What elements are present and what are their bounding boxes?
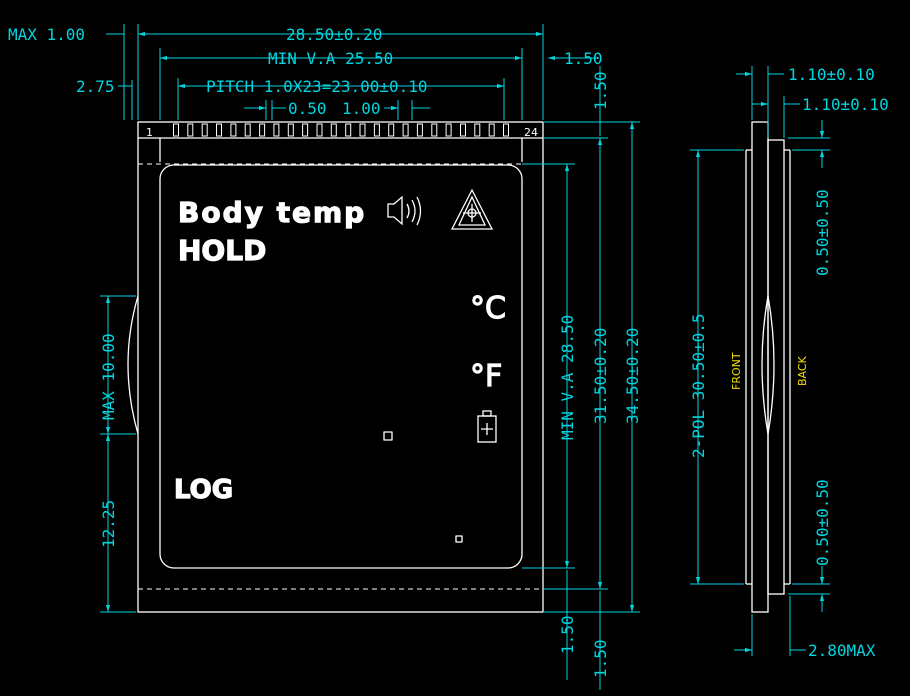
fahrenheit-label: °F (470, 359, 502, 394)
back-label: BACK (796, 355, 809, 386)
celsius-label: °C (470, 291, 506, 326)
dim-height-overall: 34.50±0.20 (623, 328, 642, 424)
dim-pol-bottom-gap: 0.50±0.50 (813, 479, 832, 566)
dim-pin-width: 0.50 (288, 99, 327, 118)
dim-bulge-bottom: 12.25 (99, 500, 118, 548)
glass-front (751, 121, 769, 613)
pin (330, 123, 337, 137)
log-label: LOG (174, 475, 233, 505)
pin-last-label: 24 (524, 126, 538, 139)
pin (460, 123, 466, 137)
pin (416, 123, 423, 137)
pin (201, 123, 208, 137)
pin (359, 123, 366, 137)
glass-back (767, 139, 785, 595)
dim-total-thickness: 2.80MAX (808, 641, 876, 660)
dim-pitch: PITCH 1.0X23=23.00±0.10 (206, 77, 428, 96)
dim-max-1-00: MAX 1.00 (8, 25, 85, 44)
outer-glass-outline (137, 121, 544, 613)
front-dimensions (100, 24, 640, 690)
dim-min-va-height: MIN V.A 28.50 (558, 315, 577, 440)
front-label: FRONT (730, 352, 743, 390)
dim-max-bulge: MAX 10.00 (99, 333, 118, 420)
pin (173, 123, 179, 137)
dim-min-va-width: MIN V.A 25.50 (268, 49, 393, 68)
pin-row (173, 123, 509, 137)
pin (216, 123, 222, 137)
dim-height-inner: 31.50±0.20 (591, 328, 610, 424)
dim-pol-top-gap: 0.50±0.50 (813, 189, 832, 276)
front-view: 1 24 Body temp HOLD °C °F (8, 24, 642, 690)
battery-icon (477, 410, 497, 443)
dim-pin-pitch: 1.00 (342, 99, 381, 118)
dim-right-margin: 1.50 (564, 49, 603, 68)
side-bulge (761, 295, 775, 435)
main-digits (220, 294, 440, 441)
pin (431, 123, 438, 137)
pin (316, 123, 323, 137)
viewing-area (159, 164, 523, 569)
left-bulge (127, 295, 139, 435)
pin (373, 123, 380, 137)
speaker-icon (387, 195, 422, 226)
dim-bottom-margin-2: 1.50 (591, 639, 610, 678)
pin-first-label: 1 (146, 126, 153, 139)
body-temp-label: Body temp (178, 196, 366, 229)
pin (244, 123, 251, 137)
dim-pol-length: 2-POL 30.50±0.5 (689, 314, 708, 459)
dim-pin-offset: 2.75 (76, 77, 115, 96)
dim-glass-bottom: 1.10±0.10 (802, 95, 889, 114)
pin (402, 123, 409, 137)
pin (287, 123, 294, 137)
pin (474, 123, 481, 137)
side-dimensions (690, 66, 830, 656)
hold-label: HOLD (178, 234, 266, 267)
pin (259, 123, 266, 137)
pin (302, 123, 309, 137)
pin (445, 123, 452, 137)
pin (488, 123, 495, 137)
pin (388, 123, 395, 137)
pin (345, 123, 352, 137)
dim-right-margin-top: 1.50 (591, 71, 610, 110)
pin (503, 123, 509, 137)
dim-glass-top: 1.10±0.10 (788, 65, 875, 84)
pin (273, 123, 280, 137)
dim-overall-width: 28.50±0.20 (286, 25, 382, 44)
small-digits (252, 466, 499, 544)
pin (187, 123, 194, 137)
dim-bottom-margin-1: 1.50 (558, 615, 577, 654)
side-view: FRONT BACK 1.10±0.10 1 (689, 65, 889, 660)
warning-icon (450, 188, 494, 230)
pin (230, 123, 237, 137)
